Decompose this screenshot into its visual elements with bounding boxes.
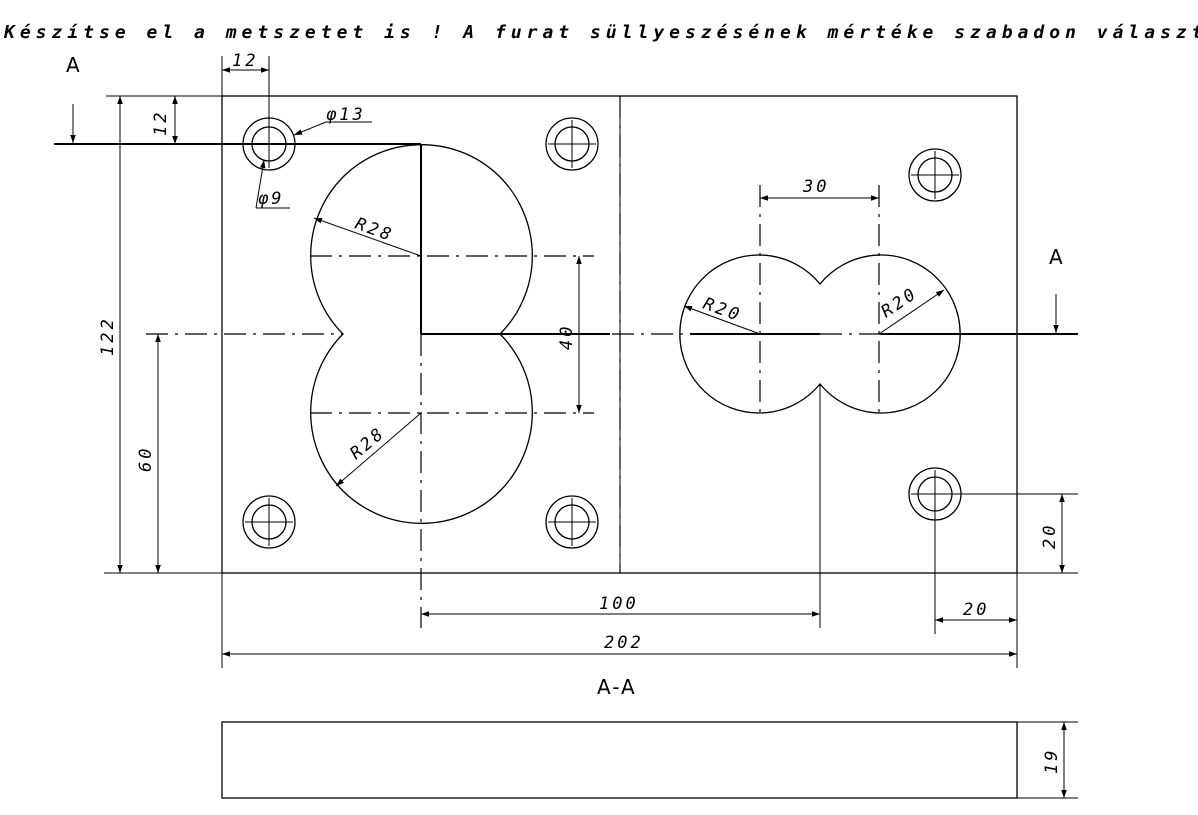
- hole-bottom-left: [242, 495, 296, 549]
- dim-height-center: 60: [136, 446, 156, 472]
- section-view-outline: [221, 721, 1018, 799]
- dim-radius-left-right: R20: [700, 294, 744, 326]
- dim-thickness: 19: [1042, 748, 1062, 774]
- dim-counterbore-dia: φ13: [326, 105, 366, 125]
- hole-top-right: [908, 148, 962, 202]
- dim-hole-offset-x: 12: [232, 51, 258, 71]
- dim-hole-x-right: 20: [963, 600, 989, 620]
- dim-slot-spacing: 30: [802, 177, 829, 197]
- dim-radius-right-right: R20: [878, 283, 922, 322]
- hole-bottom-middle: [545, 495, 599, 549]
- dim-radius-bottom-left: R28: [346, 423, 389, 464]
- dim-length-total: 202: [604, 633, 644, 653]
- dim-length-100: 100: [599, 594, 639, 614]
- dim-radius-top-left: R28: [352, 214, 396, 246]
- dim-hole-dia: φ9: [258, 189, 284, 209]
- dim-height-total: 122: [98, 316, 118, 356]
- dim-hole-y-right: 20: [1040, 523, 1060, 549]
- drawing-instruction: Készítse el a metszetet is ! A furat sül…: [3, 22, 1198, 43]
- section-view-label: A-A: [597, 675, 637, 699]
- section-mark-right: A: [1049, 245, 1065, 269]
- hole-top-middle: [545, 117, 599, 171]
- section-mark-left: A: [66, 53, 82, 77]
- hole-top-left: [242, 117, 296, 171]
- dim-hole-offset-y: 12: [151, 110, 171, 136]
- dim-center-spacing: 40: [557, 324, 577, 350]
- hole-bottom-right: [908, 467, 1078, 634]
